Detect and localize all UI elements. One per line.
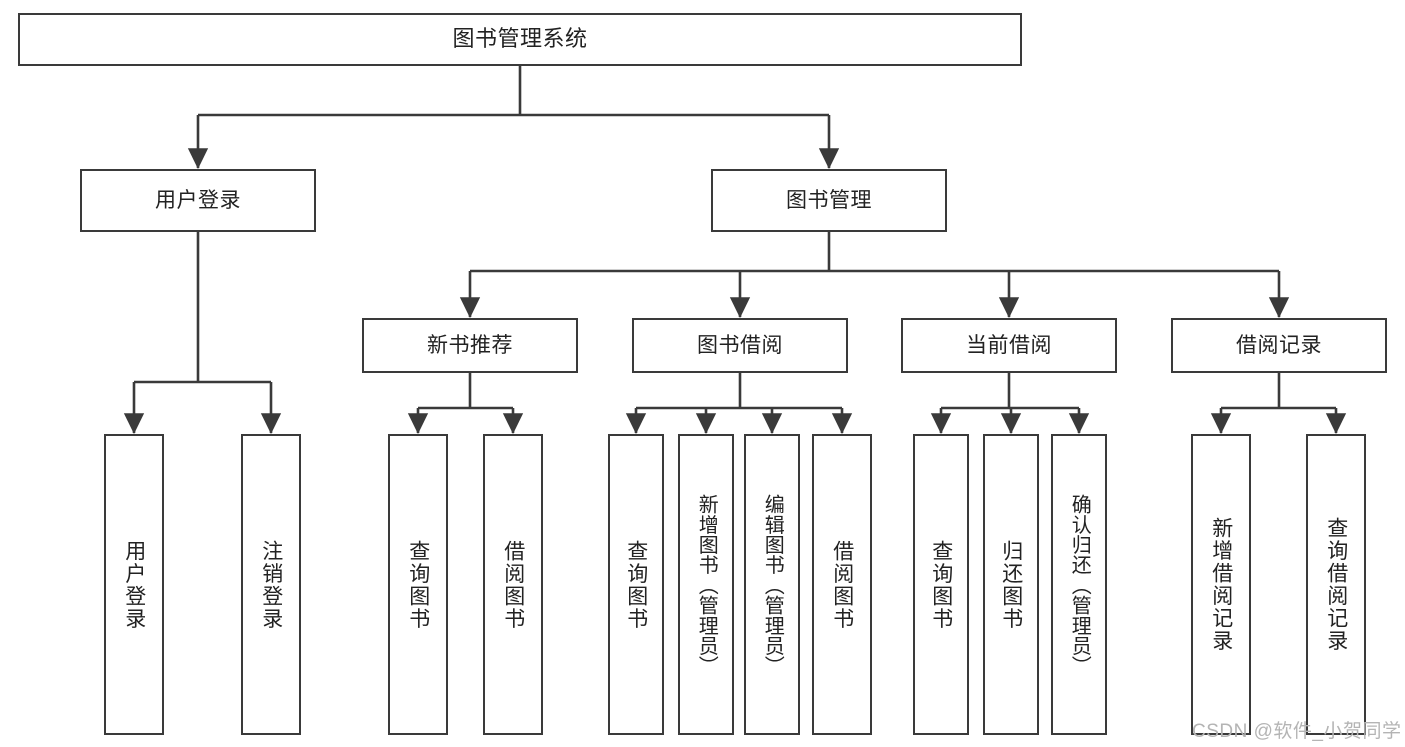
node-leaf-return-book-label: 归还图书 (999, 539, 1023, 630)
node-leaf-logout[interactable]: 注销登录 (241, 434, 301, 735)
node-leaf-edit-book[interactable]: 编辑图书（管理员） (744, 434, 800, 735)
node-leaf-borrow-book[interactable]: 借阅图书 (812, 434, 872, 735)
node-borrow-record-label: 借阅记录 (1236, 333, 1322, 357)
node-root[interactable]: 图书管理系统 (18, 13, 1022, 66)
node-book-management-label: 图书管理 (786, 188, 872, 212)
node-leaf-query-book-borrow-label: 查询图书 (624, 539, 648, 630)
node-user-login[interactable]: 用户登录 (80, 169, 316, 232)
node-leaf-query-book-current-label: 查询图书 (929, 539, 953, 630)
node-leaf-add-record-label: 新增借阅记录 (1209, 517, 1233, 652)
node-leaf-borrow-book-rec-label: 借阅图书 (501, 539, 525, 630)
node-book-management[interactable]: 图书管理 (711, 169, 947, 232)
node-book-borrow[interactable]: 图书借阅 (632, 318, 848, 373)
node-leaf-add-record[interactable]: 新增借阅记录 (1191, 434, 1251, 735)
node-leaf-query-book-borrow[interactable]: 查询图书 (608, 434, 664, 735)
node-leaf-query-book-current[interactable]: 查询图书 (913, 434, 969, 735)
node-leaf-borrow-book-rec[interactable]: 借阅图书 (483, 434, 543, 735)
node-new-book-recommend[interactable]: 新书推荐 (362, 318, 578, 373)
node-user-login-label: 用户登录 (155, 188, 241, 212)
node-new-book-recommend-label: 新书推荐 (427, 333, 513, 357)
node-leaf-confirm-return[interactable]: 确认归还（管理员） (1051, 434, 1107, 735)
node-leaf-add-book-label: 新增图书（管理员） (695, 493, 718, 676)
node-leaf-return-book[interactable]: 归还图书 (983, 434, 1039, 735)
node-leaf-borrow-book-label: 借阅图书 (830, 539, 854, 630)
node-leaf-user-login[interactable]: 用户登录 (104, 434, 164, 735)
node-leaf-query-record[interactable]: 查询借阅记录 (1306, 434, 1366, 735)
node-leaf-query-book-rec-label: 查询图书 (406, 539, 430, 630)
node-leaf-edit-book-label: 编辑图书（管理员） (761, 493, 784, 676)
node-root-label: 图书管理系统 (452, 26, 588, 52)
node-leaf-user-login-label: 用户登录 (122, 539, 146, 630)
node-current-borrow[interactable]: 当前借阅 (901, 318, 1117, 373)
node-leaf-logout-label: 注销登录 (259, 539, 283, 630)
node-current-borrow-label: 当前借阅 (966, 333, 1052, 357)
node-leaf-query-book-rec[interactable]: 查询图书 (388, 434, 448, 735)
node-borrow-record[interactable]: 借阅记录 (1171, 318, 1387, 373)
node-leaf-confirm-return-label: 确认归还（管理员） (1068, 493, 1091, 676)
node-leaf-query-record-label: 查询借阅记录 (1324, 517, 1348, 652)
node-book-borrow-label: 图书借阅 (697, 333, 783, 357)
node-leaf-add-book[interactable]: 新增图书（管理员） (678, 434, 734, 735)
